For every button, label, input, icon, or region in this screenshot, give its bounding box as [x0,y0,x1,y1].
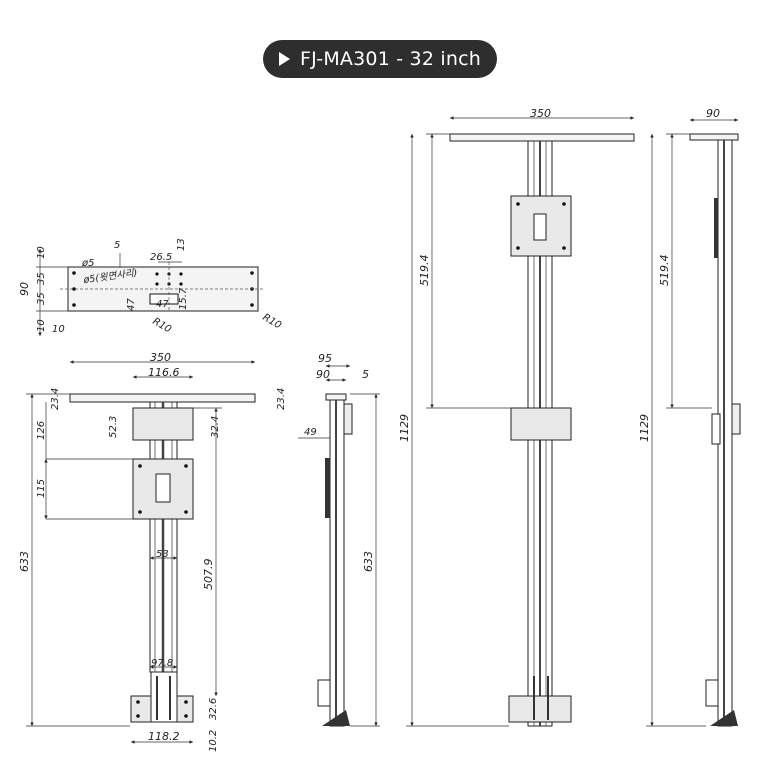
dim-r10-a: R10 [151,316,174,335]
dim-10-top: 10 [36,246,47,259]
front-upper-bracket [132,407,194,441]
dim-15-7: 15.7 [178,287,189,310]
side-dim-5: 5 [362,368,369,381]
side-dim-49: 49 [304,427,317,438]
front-dim-126: 126 [36,421,47,440]
ext-side-top-plate [689,133,739,141]
side-dim-633: 633 [362,551,375,572]
front-dim-115: 115 [36,479,47,498]
ext-front-dim-519-4: 519.4 [418,255,431,287]
ext-front-dim-1129: 1129 [398,414,411,442]
ext-side-dim-519-4: 519.4 [658,255,671,287]
front-dim-52-3: 52.3 [108,416,119,438]
front-dim-118-2: 118.2 [148,730,180,743]
dim-35-b: 35 [36,292,47,305]
side-dim-23-4: 23.4 [276,388,287,410]
front-dim-23-4: 23.4 [50,388,61,410]
front-dim-116-6: 116.6 [148,366,180,379]
dim-10-bottom: 10 [36,319,47,332]
ext-side-dim-90: 90 [706,107,720,120]
ext-front-top-plate [449,133,635,142]
dim-47-v: 47 [126,298,137,311]
dim-35-a: 35 [36,272,47,285]
front-dim-10-2: 10.2 [208,730,219,752]
extended-front-view: 350 519.4 1129 [398,107,635,727]
front-view: 350 116.6 633 23.4 126 115 52.3 32.4 53 … [18,351,256,752]
ext-front-dim-350: 350 [530,107,551,120]
front-dim-350: 350 [150,351,171,364]
dim-47-h: 47 [156,299,169,310]
ext-front-base [508,695,572,723]
side-top-plate [325,393,347,401]
front-dim-97-8: 97.8 [151,658,173,669]
dim-10-side: 10 [52,324,65,335]
side-dim-95: 95 [318,352,332,365]
model-title-pill: FJ-MA301 - 32 inch [263,40,497,78]
ext-side-dim-1129: 1129 [638,414,651,442]
front-dim-507-9: 507.9 [202,559,215,591]
dim-26-5: 26.5 [150,252,172,263]
front-dim-32-6: 32.6 [208,698,219,720]
front-top-plate [69,393,256,403]
side-view: 95 90 5 23.4 49 633 [276,352,380,727]
dim-r10-b: R10 [261,312,284,331]
front-dim-633: 633 [18,551,31,572]
dim-5: 5 [114,240,120,251]
front-dim-53: 53 [156,549,169,560]
top-plate-detail: 90 10 35 35 10 10 ø5 ø5(윗면사리) 5 26.5 13 … [18,238,283,336]
play-triangle-icon [279,52,291,66]
side-dim-90: 90 [316,368,330,381]
model-title: FJ-MA301 - 32 inch [300,48,481,70]
dim-13: 13 [176,238,187,251]
dim-90: 90 [18,282,31,296]
ext-front-bracket [510,407,572,441]
extended-side-view: 90 519.4 1129 [638,107,741,727]
front-dim-32-4: 32.4 [210,416,221,438]
dim-phi5: ø5 [81,258,94,269]
